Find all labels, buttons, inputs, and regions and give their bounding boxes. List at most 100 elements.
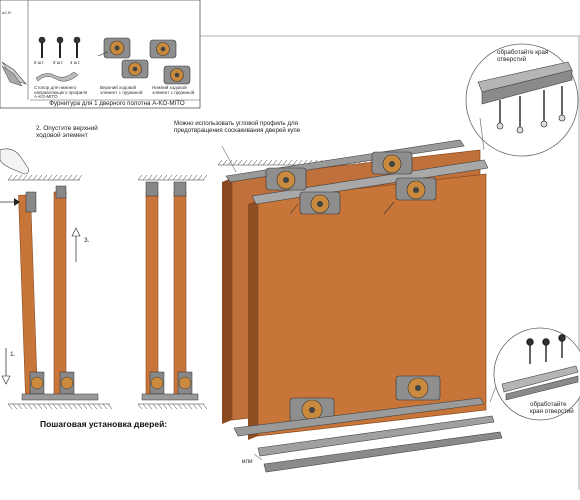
hatch-line bbox=[37, 403, 43, 410]
bottom-roller bbox=[289, 375, 441, 423]
hatch-line bbox=[27, 174, 33, 181]
callout-top-right bbox=[465, 43, 579, 157]
hatch-line bbox=[142, 403, 148, 410]
kit-caption: Фурнитура для 1 дверного полотна A-KO-MI… bbox=[49, 100, 185, 107]
hatch-line bbox=[152, 174, 158, 181]
hatch-line bbox=[97, 403, 103, 410]
hatch-line bbox=[82, 403, 88, 410]
screw-label-1: 8 шт. bbox=[34, 60, 45, 65]
hatch-line bbox=[37, 174, 43, 181]
hatch-line bbox=[92, 403, 98, 410]
kit-rail-icon bbox=[1, 61, 27, 87]
hatch-line bbox=[167, 403, 173, 410]
hatch-line bbox=[7, 174, 13, 181]
hatch-line bbox=[137, 403, 143, 410]
roller-element-icon bbox=[97, 37, 191, 85]
hatch-line bbox=[267, 159, 273, 166]
hatch-line bbox=[187, 403, 193, 410]
hatch-line bbox=[27, 403, 33, 410]
kit-note-top-roller: Верхний ходовой элемент с пружиной bbox=[100, 85, 143, 95]
hatch-line bbox=[232, 159, 238, 166]
hatch-line bbox=[12, 174, 18, 181]
hatch-line bbox=[142, 174, 148, 181]
hatch-line bbox=[167, 174, 173, 181]
hatch-line bbox=[32, 403, 38, 410]
hatch-line bbox=[42, 174, 48, 181]
hatch-line bbox=[57, 174, 63, 181]
hatch-line bbox=[12, 403, 18, 410]
step2-label: 2. Опустите верхний ходовой элемент bbox=[36, 125, 98, 139]
hatch-line bbox=[297, 159, 303, 166]
hatch-line bbox=[17, 174, 23, 181]
hatch-line bbox=[227, 159, 233, 166]
hatch-line bbox=[282, 159, 288, 166]
hatch-line bbox=[172, 403, 178, 410]
hardware-kit-box: ø2,5* bbox=[0, 0, 201, 109]
side-view-left bbox=[0, 148, 99, 401]
or-label: или bbox=[242, 458, 253, 465]
arrow-right-icon bbox=[0, 198, 20, 206]
hatch-line bbox=[172, 174, 178, 181]
hatch-line bbox=[72, 403, 78, 410]
hatch-line bbox=[202, 403, 208, 410]
hatch-line bbox=[182, 174, 188, 181]
hatch-line bbox=[162, 174, 168, 181]
hatch-line bbox=[47, 174, 53, 181]
installation-title: Пошаговая установка дверей: bbox=[40, 419, 168, 429]
hatch-line bbox=[257, 159, 263, 166]
arrow-down-icon bbox=[1, 348, 11, 385]
note-leader bbox=[221, 145, 237, 173]
hatch-line bbox=[77, 174, 83, 181]
hatch-line bbox=[192, 174, 198, 181]
hatch-line bbox=[157, 403, 163, 410]
alt-rail-2 bbox=[263, 431, 503, 473]
hatch-line bbox=[292, 159, 298, 166]
kit-top-note: ø2,5* bbox=[2, 10, 12, 15]
hatch-line bbox=[32, 174, 38, 181]
screw-icon bbox=[496, 86, 566, 134]
hatch-line bbox=[247, 159, 253, 166]
hatch-line bbox=[242, 159, 248, 166]
hatch-line bbox=[157, 174, 163, 181]
hatch-line bbox=[67, 174, 73, 181]
hatch-line bbox=[47, 403, 53, 410]
hatch-line bbox=[62, 174, 68, 181]
hatch-line bbox=[137, 174, 143, 181]
step1-label: 1. bbox=[10, 351, 16, 358]
step3-label: 3. bbox=[84, 237, 90, 244]
hatch-line bbox=[22, 174, 28, 181]
bottom-rail bbox=[233, 397, 485, 437]
hatch-line bbox=[42, 403, 48, 410]
hatch-line bbox=[52, 403, 58, 410]
hatch-line bbox=[277, 159, 283, 166]
hatch-line bbox=[272, 159, 278, 166]
hatch-line bbox=[52, 174, 58, 181]
hatch-line bbox=[287, 159, 293, 166]
hatch-line bbox=[72, 174, 78, 181]
door-panel-front bbox=[257, 173, 487, 437]
hatch-line bbox=[62, 403, 68, 410]
stopper-icon bbox=[35, 71, 79, 82]
alt-rail-1 bbox=[257, 415, 495, 457]
hatch-line bbox=[57, 403, 63, 410]
hatch-line bbox=[197, 174, 203, 181]
callout-top-right-text: обработайте края отверстий bbox=[497, 49, 549, 63]
hatch-line bbox=[147, 174, 153, 181]
hatch-line bbox=[77, 403, 83, 410]
hatch-line bbox=[252, 159, 258, 166]
hatch-line bbox=[182, 403, 188, 410]
hatch-line bbox=[177, 174, 183, 181]
hatch-line bbox=[152, 403, 158, 410]
hatch-line bbox=[102, 403, 108, 410]
hatch-line bbox=[22, 403, 28, 410]
hatch-line bbox=[67, 403, 73, 410]
kit-note-bottom-roller: Нижний ходовой элемент с пружиной bbox=[152, 85, 195, 95]
hatch-line bbox=[192, 403, 198, 410]
hatch-line bbox=[222, 159, 228, 166]
hatch-line bbox=[187, 174, 193, 181]
screw-icon bbox=[526, 334, 566, 364]
hatch-line bbox=[262, 159, 268, 166]
hand-icon bbox=[0, 148, 29, 175]
hatch-line bbox=[162, 403, 168, 410]
